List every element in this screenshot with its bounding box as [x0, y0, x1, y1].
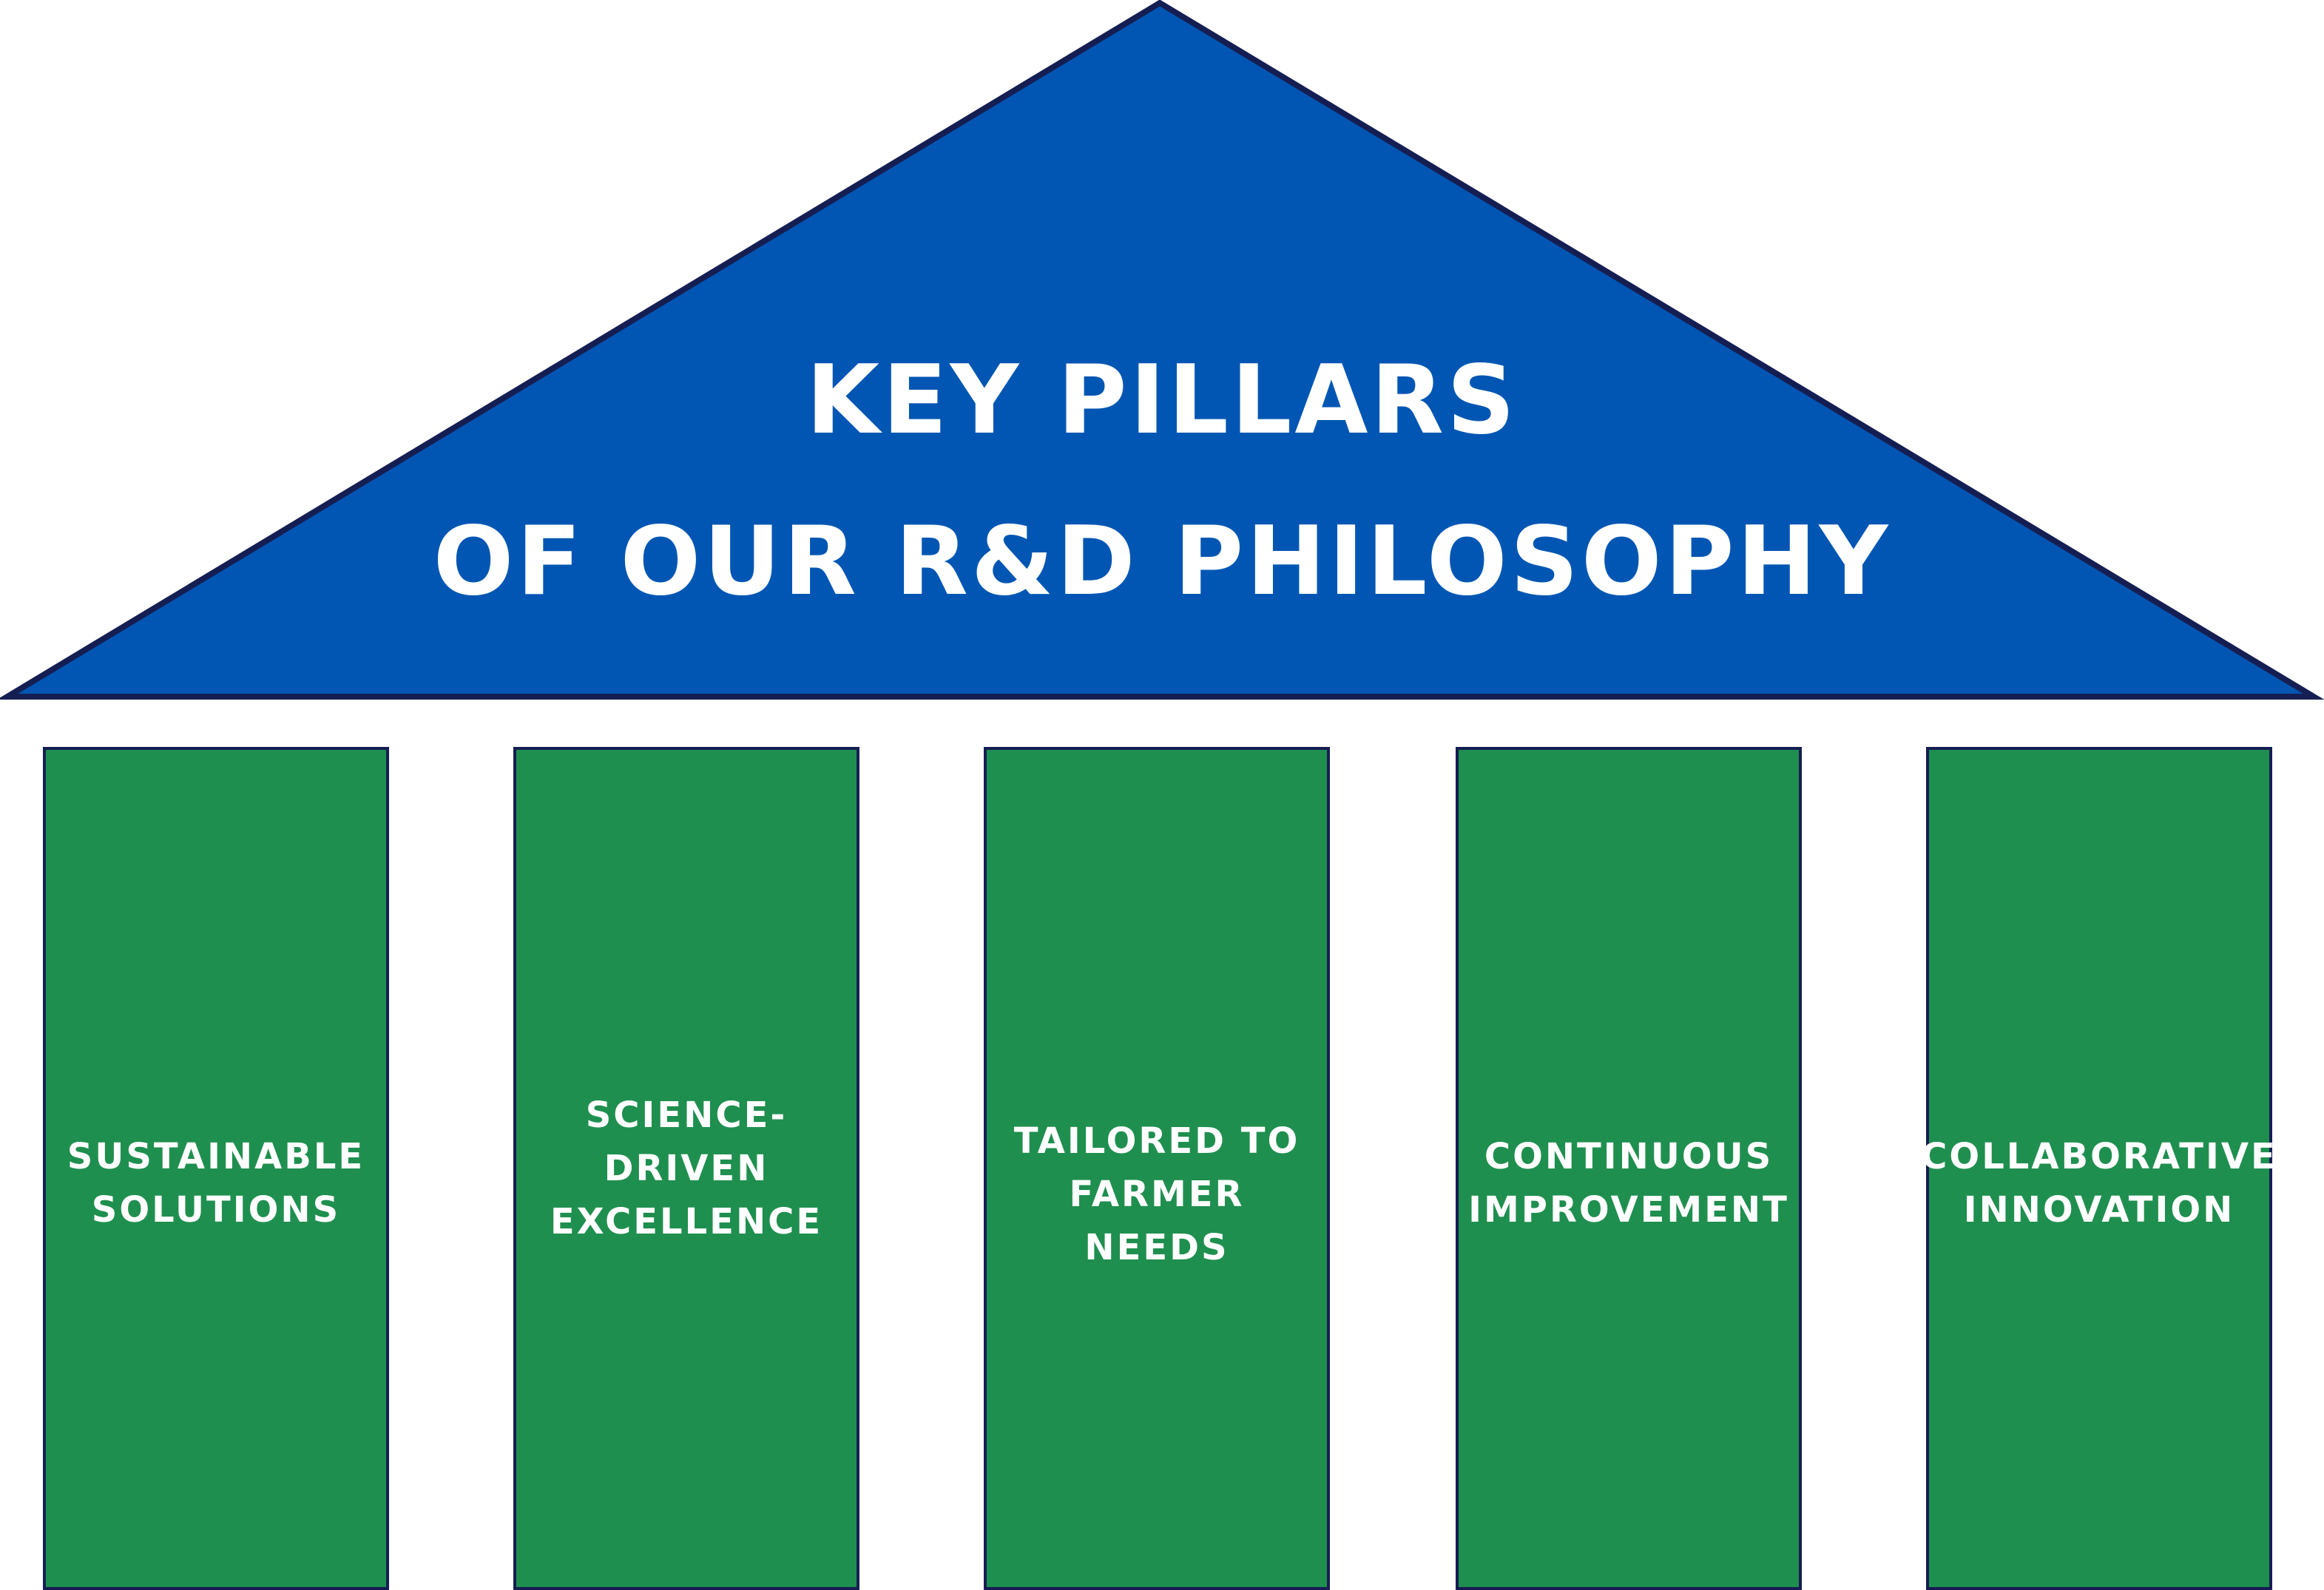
pillar-label: TAILORED TO FARMER NEEDS: [1013, 1120, 1300, 1268]
pillar-science-driven-excellence: SCIENCE-DRIVEN EXCELLENCE: [513, 747, 859, 1590]
pillar-label: SCIENCE-DRIVEN EXCELLENCE: [550, 1095, 823, 1242]
roof-triangle: [0, 0, 2324, 700]
pillar-continuous-improvement: CONTINUOUS IMPROVEMENT: [1456, 747, 1802, 1590]
pillar-label: SUSTAINABLE SOLUTIONS: [67, 1136, 365, 1231]
pillar-label: CONTINUOUS IMPROVEMENT: [1468, 1136, 1789, 1231]
pillar-sustainable-solutions: SUSTAINABLE SOLUTIONS: [43, 747, 389, 1590]
title-line-2: OF OUR R&D PHILOSOPHY: [433, 507, 1891, 617]
title-line-1: KEY PILLARS: [805, 345, 1519, 456]
pillar-collaborative-innovation: COLLABORATIVE INNOVATION: [1921, 747, 2275, 1590]
pillar-label: COLLABORATIVE INNOVATION: [1921, 1136, 2277, 1231]
pillar-tailored-to-farmer-needs: TAILORED TO FARMER NEEDS: [984, 747, 1330, 1590]
